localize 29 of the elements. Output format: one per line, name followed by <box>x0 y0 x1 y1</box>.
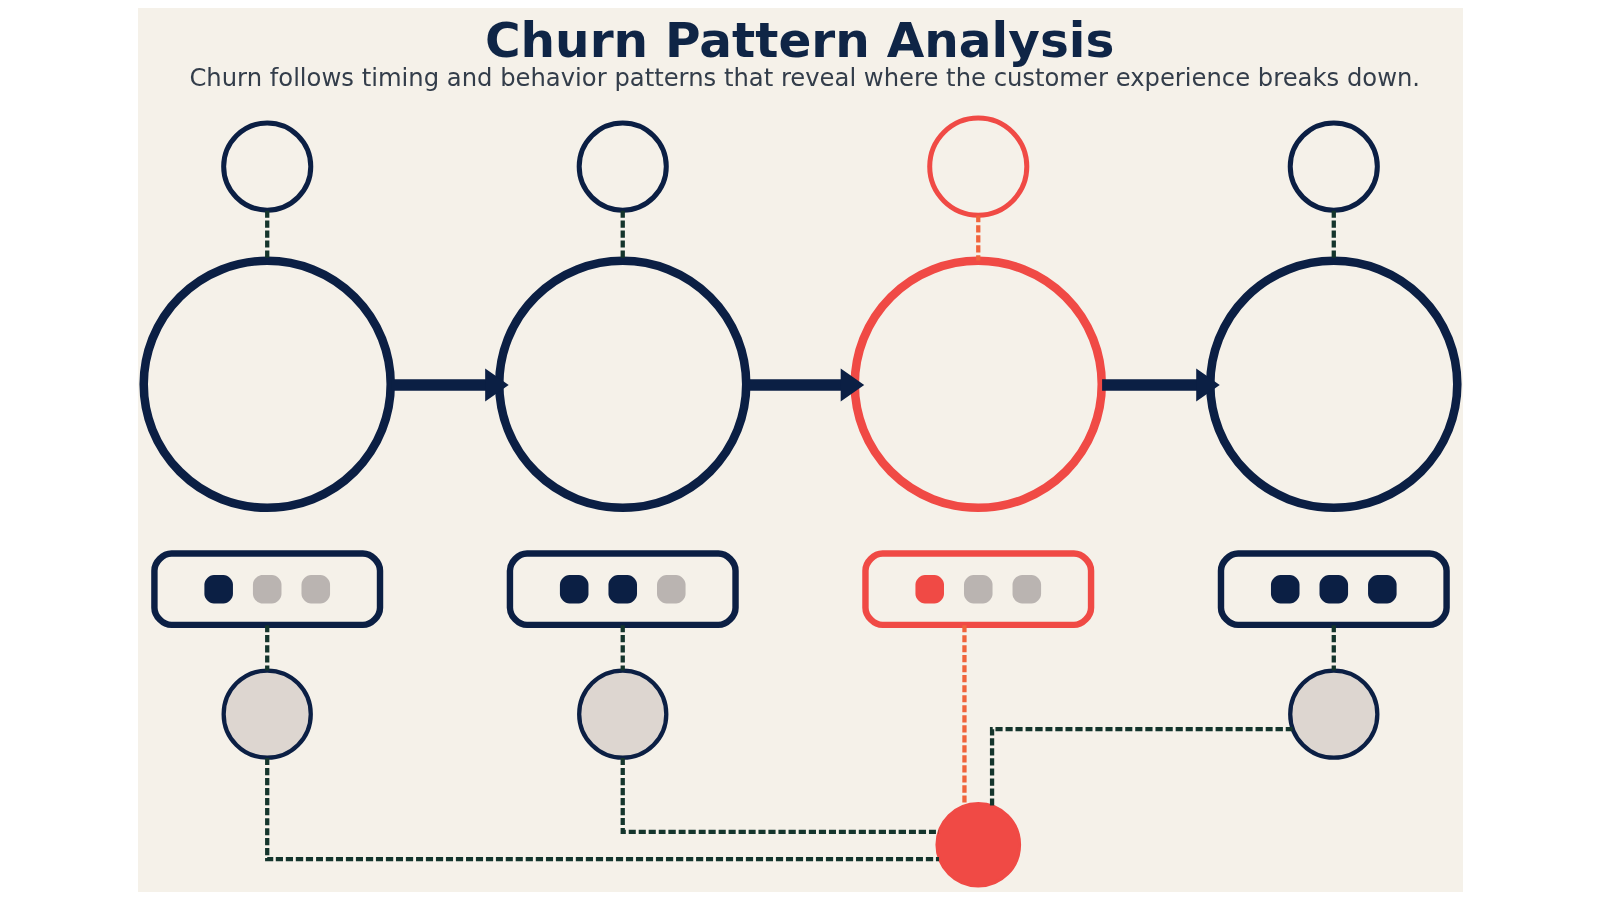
connector <box>1331 210 1336 261</box>
connector <box>264 210 269 261</box>
node-circle <box>926 115 1029 218</box>
connector <box>975 215 980 261</box>
node-circle <box>934 801 1021 888</box>
arrow <box>1101 368 1220 402</box>
node-box <box>150 550 383 629</box>
connector <box>620 625 625 671</box>
node-circle <box>576 120 669 213</box>
connector <box>620 758 939 835</box>
node-circle <box>1205 256 1462 513</box>
connector <box>264 625 269 671</box>
node-circle <box>221 668 313 760</box>
node-circle <box>1287 120 1380 213</box>
node-box <box>506 550 739 629</box>
diagram-title: Churn Pattern Analysis <box>484 11 1114 68</box>
connector <box>961 625 967 806</box>
node-box <box>861 550 1094 629</box>
node-circle <box>494 256 751 513</box>
node-circle <box>220 120 313 213</box>
connector <box>264 758 939 862</box>
connector <box>989 727 1293 806</box>
node-circle <box>138 256 395 513</box>
connector <box>620 210 625 261</box>
connector <box>1331 625 1336 671</box>
node-circle <box>1287 668 1379 760</box>
node-circle <box>576 668 668 760</box>
node-circle <box>849 256 1106 513</box>
node-box <box>1217 550 1450 629</box>
